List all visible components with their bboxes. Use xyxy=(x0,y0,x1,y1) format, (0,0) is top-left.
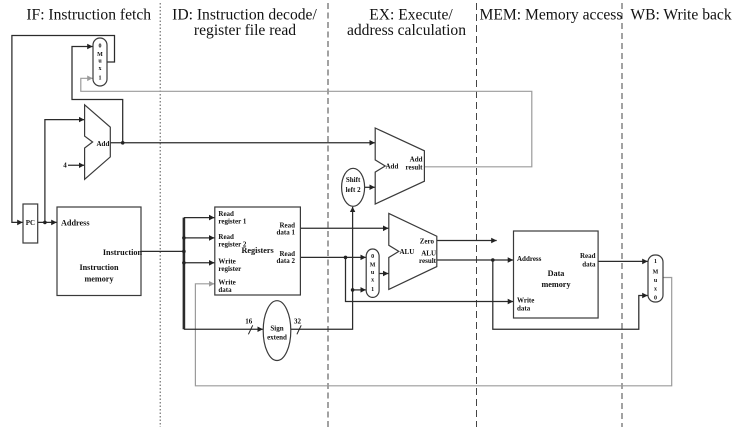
svg-text:0: 0 xyxy=(371,254,374,260)
svg-text:Write: Write xyxy=(218,279,235,287)
svg-text:M: M xyxy=(97,52,103,58)
svg-text:Add: Add xyxy=(386,163,399,171)
svg-text:Registers: Registers xyxy=(241,246,273,255)
svg-text:Write: Write xyxy=(218,258,235,266)
svg-text:4: 4 xyxy=(63,162,67,170)
svg-text:Read: Read xyxy=(218,210,234,218)
svg-text:Address: Address xyxy=(61,219,90,228)
svg-text:x: x xyxy=(654,287,657,293)
svg-text:Read: Read xyxy=(279,221,295,229)
svg-text:Read: Read xyxy=(580,252,596,260)
svg-text:register 1: register 1 xyxy=(218,217,246,225)
svg-text:1: 1 xyxy=(99,76,102,82)
svg-text:Data: Data xyxy=(548,269,565,278)
svg-text:Sign: Sign xyxy=(270,325,283,333)
svg-text:memory: memory xyxy=(84,275,114,284)
svg-text:M: M xyxy=(653,270,659,276)
svg-text:u: u xyxy=(654,278,658,284)
svg-text:register file read: register file read xyxy=(194,22,296,39)
svg-text:u: u xyxy=(371,270,375,276)
svg-text:1: 1 xyxy=(654,259,657,265)
svg-text:Address: Address xyxy=(517,255,542,263)
svg-text:data: data xyxy=(218,286,232,294)
svg-text:data: data xyxy=(582,261,596,269)
svg-text:PC: PC xyxy=(26,219,35,227)
svg-text:left 2: left 2 xyxy=(346,186,361,194)
svg-text:memory: memory xyxy=(541,280,571,289)
svg-text:IF: Instruction fetch: IF: Instruction fetch xyxy=(26,7,151,24)
svg-text:register: register xyxy=(218,265,241,273)
svg-text:u: u xyxy=(98,59,102,65)
svg-text:result: result xyxy=(406,164,424,172)
svg-text:result: result xyxy=(419,257,437,265)
svg-text:Instruction: Instruction xyxy=(79,263,119,272)
svg-text:data 1: data 1 xyxy=(277,229,296,237)
svg-text:M: M xyxy=(370,263,376,269)
svg-text:address calculation: address calculation xyxy=(347,22,466,39)
svg-text:register 2: register 2 xyxy=(218,241,246,249)
svg-text:Write: Write xyxy=(517,297,534,305)
svg-text:data: data xyxy=(517,305,531,313)
svg-text:ALU: ALU xyxy=(400,248,415,256)
svg-text:Add: Add xyxy=(97,140,110,148)
svg-text:MEM: Memory access: MEM: Memory access xyxy=(480,7,623,24)
svg-text:Read: Read xyxy=(218,233,234,241)
svg-text:16: 16 xyxy=(245,318,253,326)
svg-text:0: 0 xyxy=(654,296,657,302)
svg-text:Zero: Zero xyxy=(420,238,435,246)
svg-text:x: x xyxy=(99,66,102,72)
svg-text:ID: Instruction decode/: ID: Instruction decode/ xyxy=(172,7,317,24)
svg-text:data 2: data 2 xyxy=(277,257,296,265)
svg-text:Shift: Shift xyxy=(346,176,361,184)
svg-text:EX: Execute/: EX: Execute/ xyxy=(369,7,453,24)
svg-text:x: x xyxy=(371,278,374,284)
svg-text:WB: Write back: WB: Write back xyxy=(630,7,731,24)
svg-text:ALU: ALU xyxy=(421,250,436,258)
svg-text:32: 32 xyxy=(294,318,302,326)
svg-text:Instruction: Instruction xyxy=(103,248,143,257)
svg-text:0: 0 xyxy=(99,44,102,50)
svg-text:Read: Read xyxy=(279,250,295,258)
svg-text:extend: extend xyxy=(267,334,287,342)
svg-text:1: 1 xyxy=(371,287,374,293)
svg-text:Add: Add xyxy=(410,156,423,164)
